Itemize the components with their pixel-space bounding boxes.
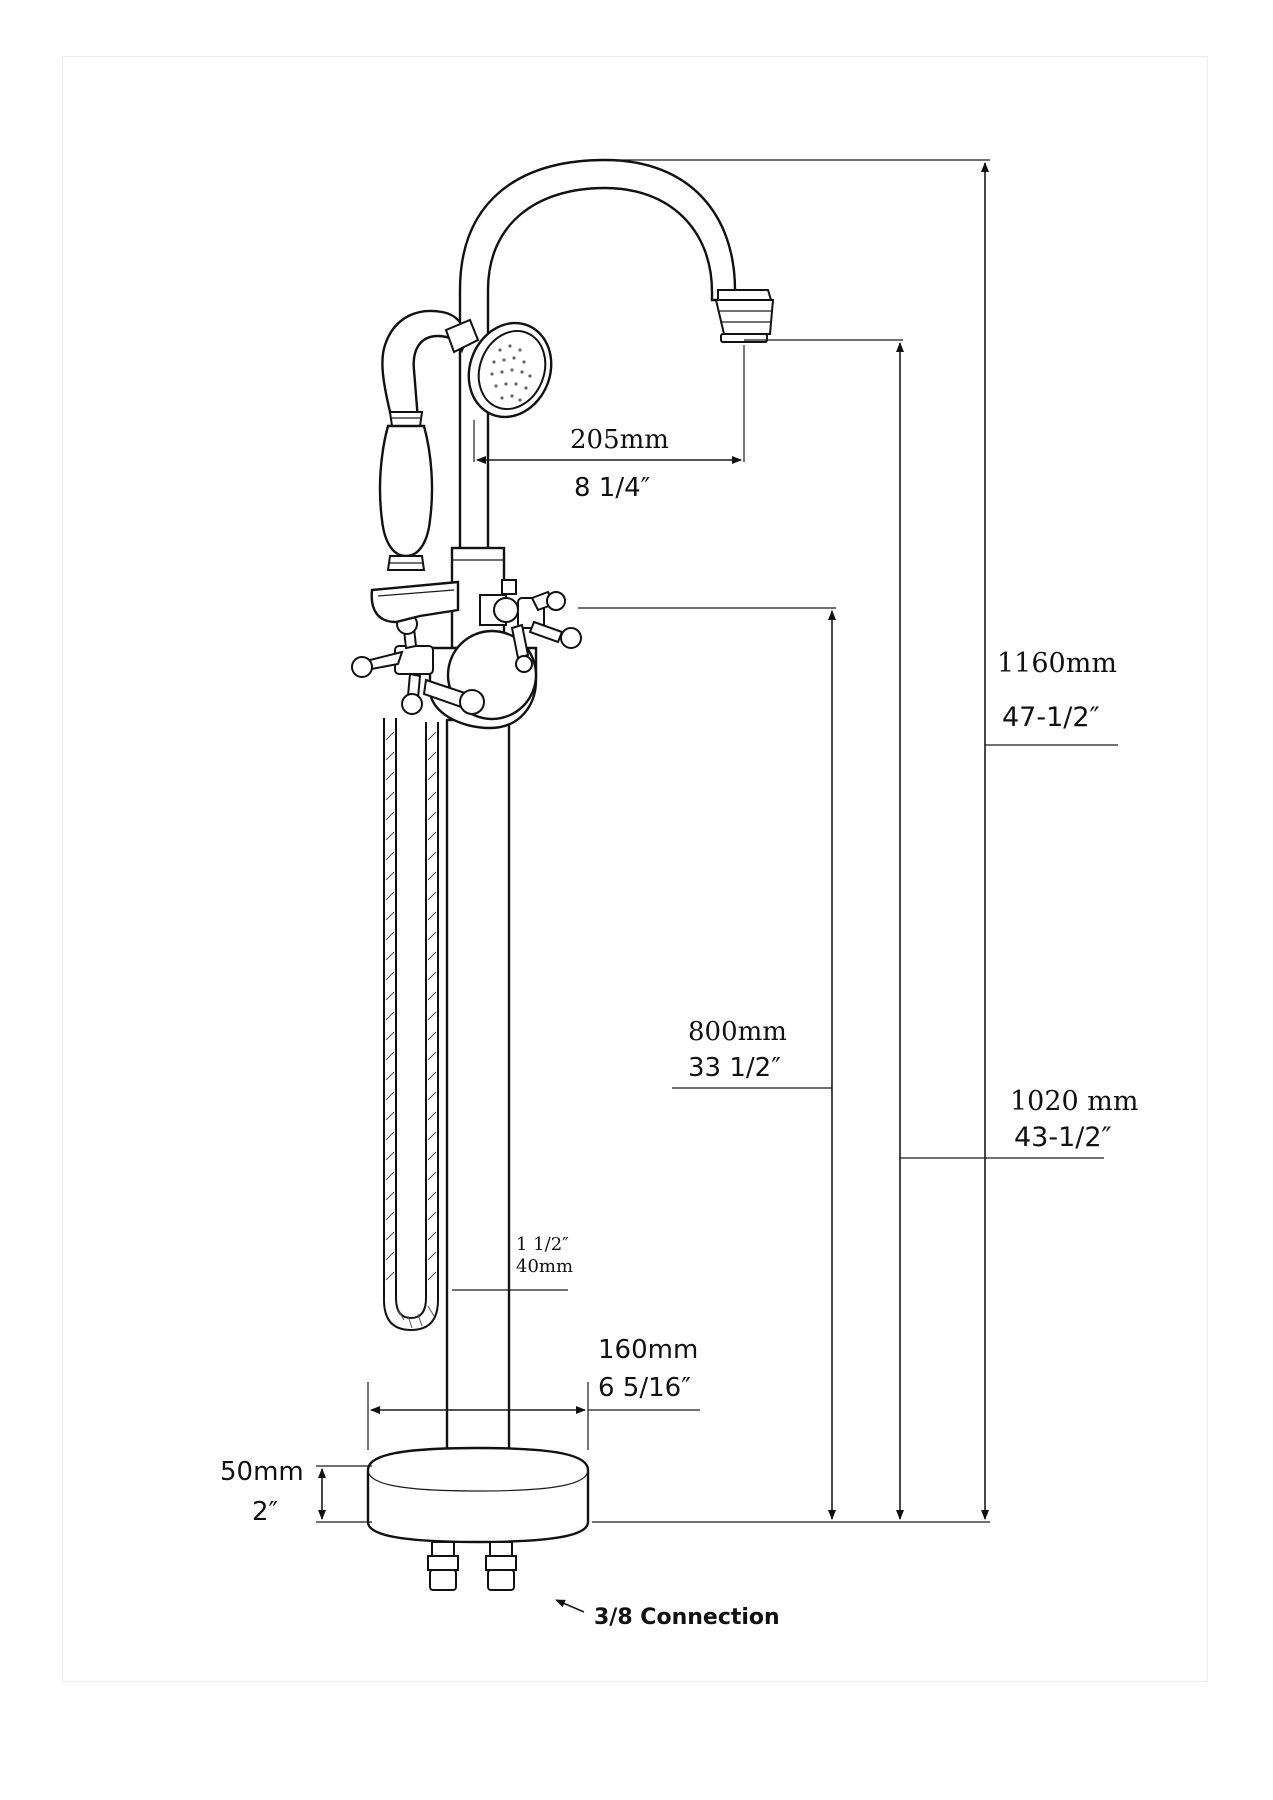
supply-connections: [427, 1541, 517, 1591]
shower-head-holes: [490, 344, 532, 402]
valve-body: [428, 546, 538, 730]
handle-height-imperial: 33 1/2″: [688, 1053, 781, 1083]
base-diameter-imperial: 6 5/16″: [598, 1373, 691, 1403]
base-height-imperial: 2″: [252, 1497, 279, 1527]
pipe-diameter-imperial: 1 1/2″: [516, 1234, 569, 1255]
spout-reach-metric: 205mm: [570, 425, 669, 455]
hand-shower: [378, 309, 553, 571]
connection-arrow: [555, 1599, 585, 1613]
handle-height-metric: 800mm: [688, 1017, 787, 1047]
spout-height-imperial: 43-1/2″: [1014, 1122, 1112, 1153]
right-cross-handle: [510, 590, 582, 673]
floor-base: [366, 1446, 590, 1544]
gooseneck-spout: [458, 158, 775, 554]
faucet-drawing: [351, 158, 775, 1591]
connection-label: 3/8 Connection: [594, 1605, 780, 1630]
sheet-frame: [62, 56, 1208, 1682]
shower-hose: [383, 718, 439, 1332]
base-height-metric: 50mm: [220, 1457, 304, 1487]
hand-shower-grip: [378, 424, 434, 558]
spout-reach-imperial: 8 1/4″: [574, 473, 651, 503]
riser-pipe: [445, 718, 511, 1480]
pipe-diameter-metric: 40mm: [516, 1256, 573, 1277]
diverter-knob: [501, 579, 517, 595]
base-diameter-metric: 160mm: [598, 1335, 698, 1365]
spout-height-metric: 1020 mm: [1010, 1086, 1139, 1117]
overall-height-imperial: 47-1/2″: [1002, 702, 1100, 733]
dimension-labels: 1160mm 47-1/2″ 1020 mm 43-1/2″ 800mm 33 …: [220, 425, 1139, 1630]
dimension-lines: [316, 159, 1118, 1613]
overall-height-metric: 1160mm: [997, 648, 1117, 679]
shower-cradle: [370, 580, 460, 624]
